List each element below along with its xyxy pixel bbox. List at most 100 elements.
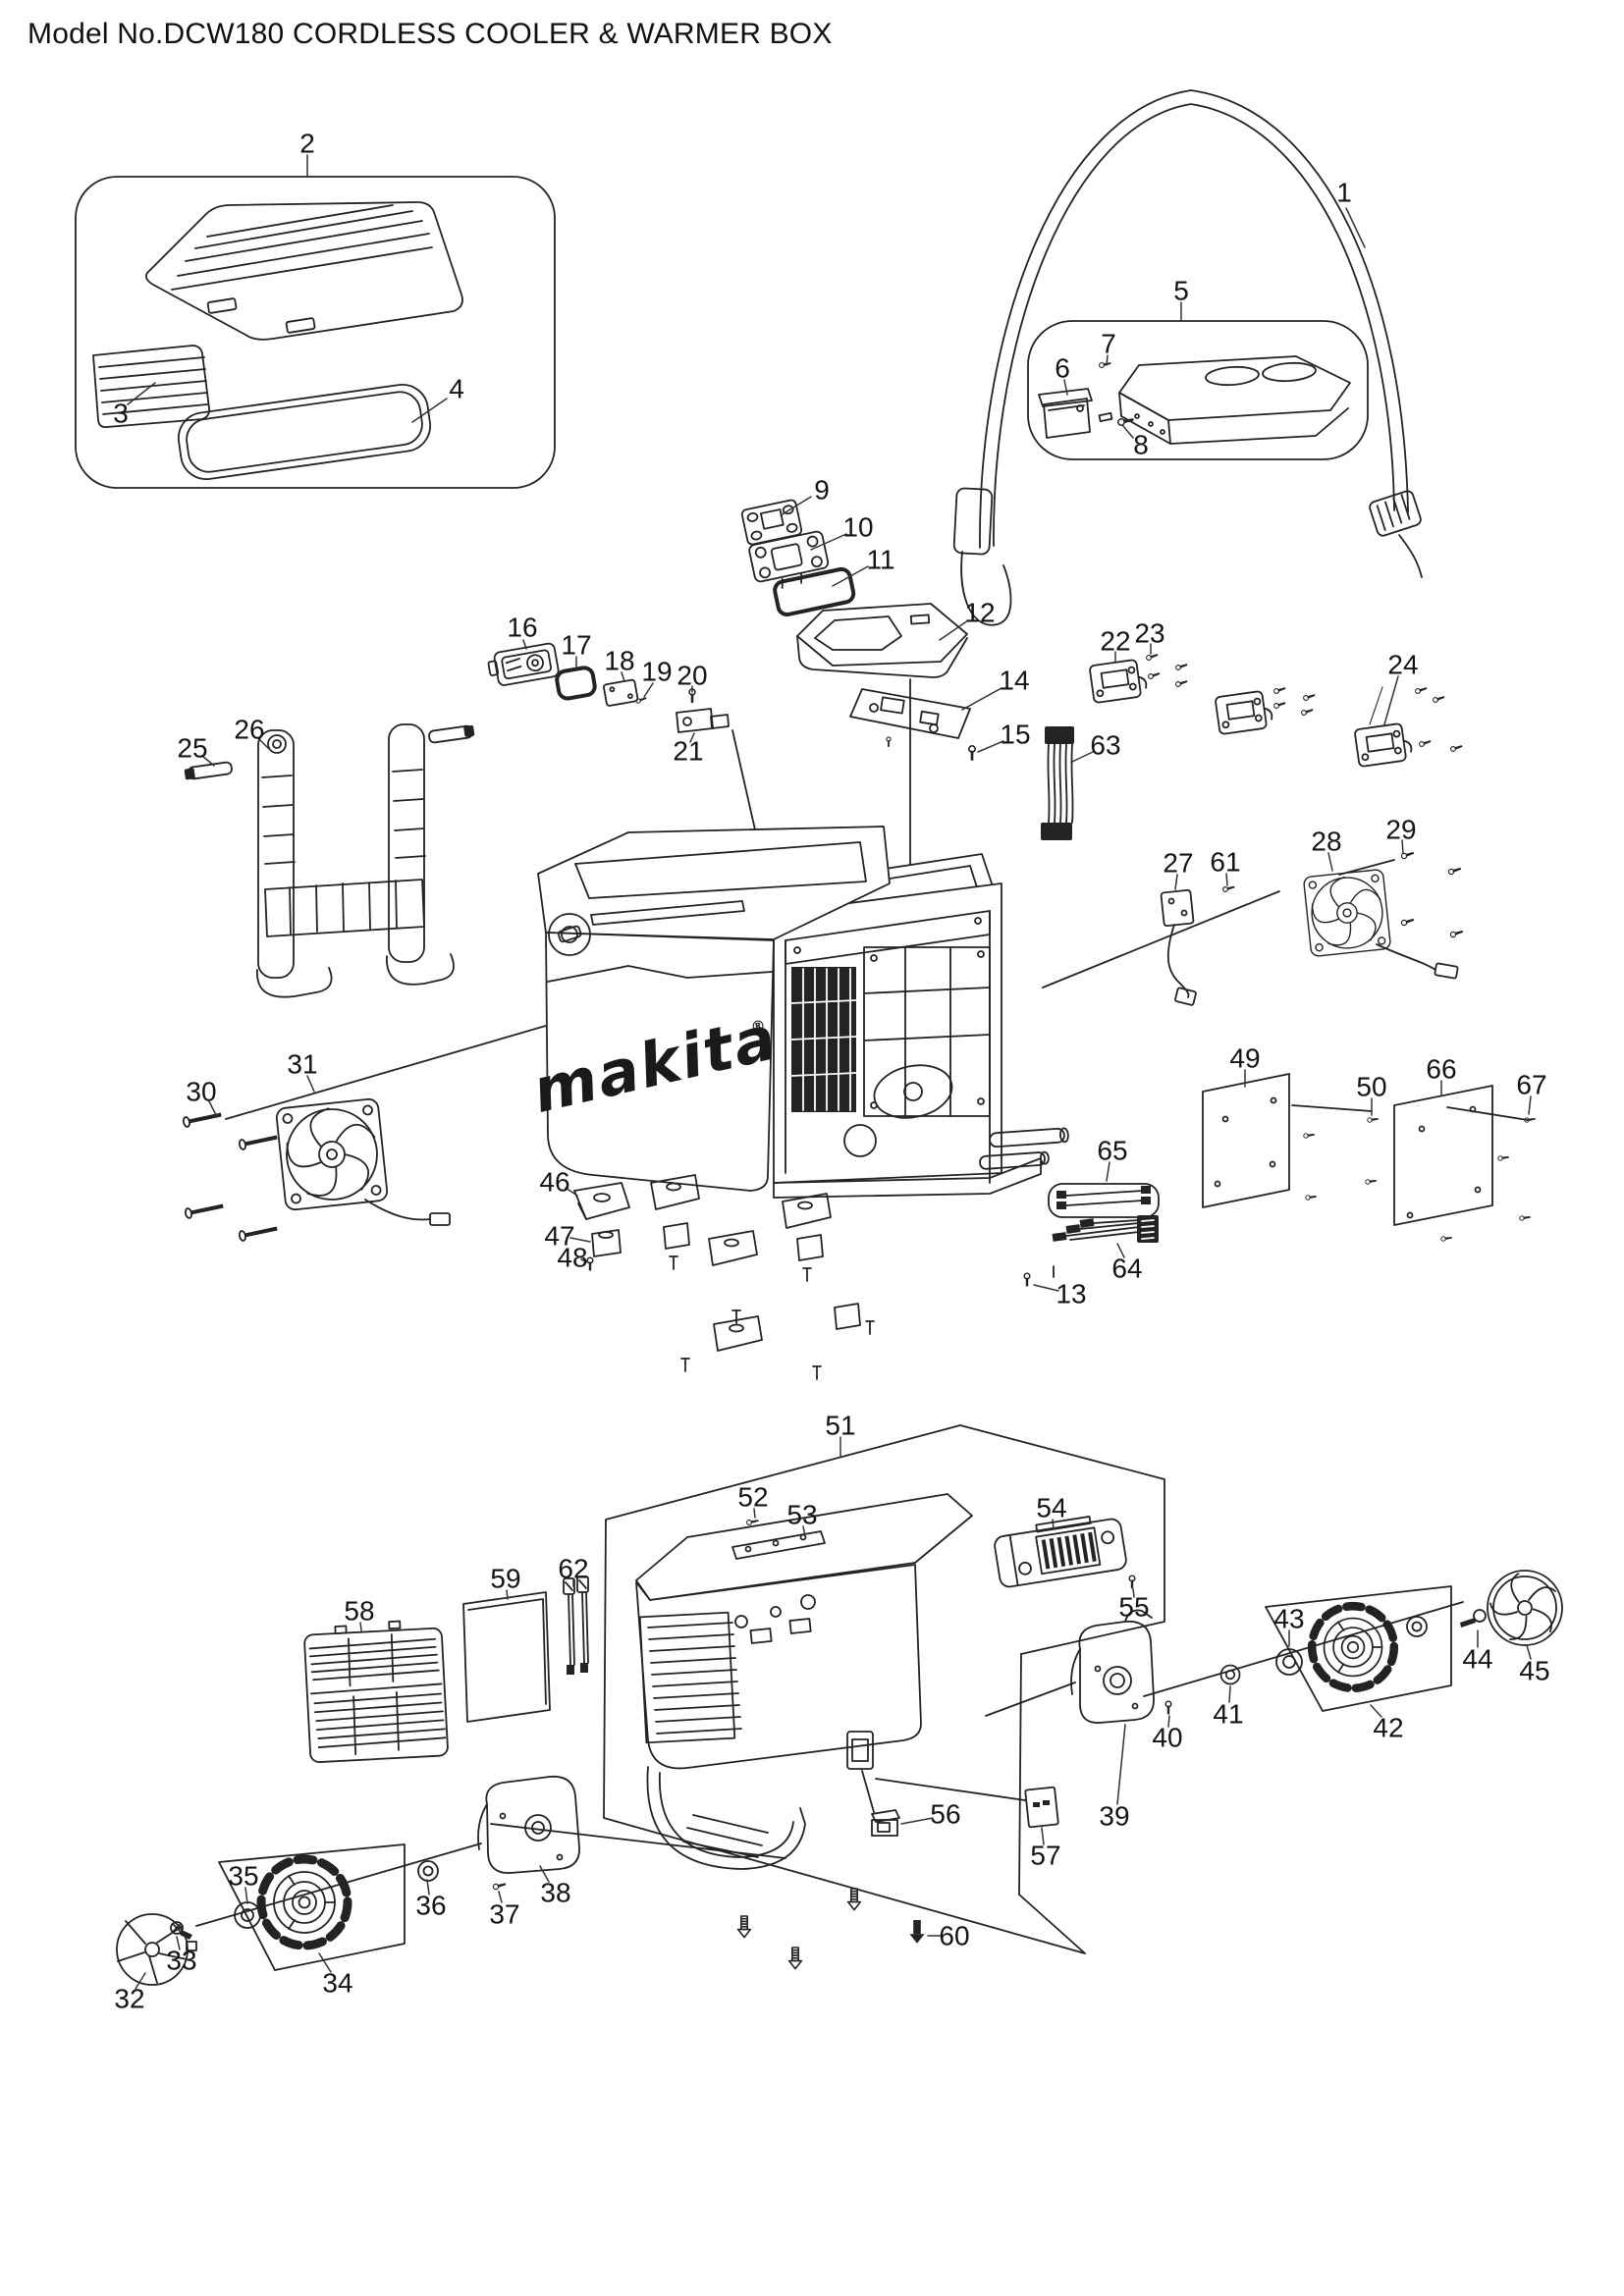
part-label-57: 57 xyxy=(1030,1841,1060,1871)
part-23-hinge-screws xyxy=(1145,652,1189,688)
part-label-16: 16 xyxy=(507,613,537,643)
part-15-screw xyxy=(968,745,976,762)
part-label-20: 20 xyxy=(677,661,707,691)
part-leader-13 xyxy=(1033,1284,1059,1292)
part-leader-58 xyxy=(359,1622,362,1631)
part-label-41: 41 xyxy=(1213,1699,1243,1730)
part-30-screws xyxy=(182,1108,280,1243)
part-leader-42 xyxy=(1370,1704,1382,1718)
part-label-38: 38 xyxy=(540,1878,570,1908)
power-inlet-port xyxy=(846,1731,874,1770)
part-leader-48 xyxy=(580,1258,589,1263)
part-label-12: 12 xyxy=(964,598,995,628)
part-leader-59 xyxy=(506,1589,509,1600)
part-42-rotor-assembly xyxy=(1265,1585,1452,1712)
scroll-intake xyxy=(646,1766,806,1870)
part-leader-16 xyxy=(522,639,527,650)
part-2-lid xyxy=(144,201,463,341)
part-leader-3 xyxy=(127,382,156,405)
part-label-63: 63 xyxy=(1090,730,1120,761)
part-41-bushing xyxy=(1219,1664,1241,1685)
part-label-7: 7 xyxy=(1101,329,1116,359)
part-label-67: 67 xyxy=(1516,1070,1546,1100)
part-label-6: 6 xyxy=(1055,353,1070,384)
part-leader-11 xyxy=(832,565,869,587)
part-leader-28 xyxy=(1327,852,1333,872)
part-label-60: 60 xyxy=(939,1921,969,1951)
part-64-wire-harness xyxy=(1052,1215,1159,1243)
part-label-43: 43 xyxy=(1273,1604,1304,1634)
part-label-9: 9 xyxy=(814,475,830,506)
part-label-21: 21 xyxy=(673,736,703,767)
part-29-screws xyxy=(1400,849,1465,938)
part-34-rotor-assembly xyxy=(218,1843,406,1971)
part-leader-26 xyxy=(257,737,270,750)
part-label-15: 15 xyxy=(1000,720,1030,750)
part-leader-37 xyxy=(498,1891,503,1903)
part-label-36: 36 xyxy=(415,1891,446,1921)
part-10-switch-plate xyxy=(748,530,830,589)
part-39-motor-housing xyxy=(1070,1609,1155,1724)
part-13-screw xyxy=(1023,1265,1055,1288)
part-label-30: 30 xyxy=(186,1077,216,1107)
part-leader-52 xyxy=(753,1508,756,1519)
part-label-62: 62 xyxy=(558,1554,588,1584)
part-label-51: 51 xyxy=(825,1411,855,1441)
part-label-33: 33 xyxy=(166,1946,196,1976)
part-37-screw xyxy=(492,1881,508,1891)
part-35-bearing xyxy=(234,1901,261,1929)
part-6-bracket xyxy=(1038,388,1093,439)
part-26-handle-frame xyxy=(256,723,475,998)
part-53-deck-bar xyxy=(731,1530,826,1560)
part-44-screw xyxy=(1460,1609,1487,1628)
part-63-wire-harness xyxy=(1041,726,1074,840)
part-label-18: 18 xyxy=(604,646,634,676)
part-label-27: 27 xyxy=(1163,848,1193,879)
part-label-44: 44 xyxy=(1462,1644,1492,1675)
part-label-61: 61 xyxy=(1210,847,1240,878)
part-leader-19 xyxy=(643,682,654,698)
part-label-65: 65 xyxy=(1097,1136,1127,1166)
part-leader-30 xyxy=(208,1100,218,1118)
part-label-47: 47 xyxy=(544,1221,574,1252)
part-3-grille-strip xyxy=(92,345,211,429)
part-label-31: 31 xyxy=(287,1049,317,1080)
strap-buckle xyxy=(1369,490,1422,537)
part-leader-15 xyxy=(977,740,1004,753)
part-label-55: 55 xyxy=(1118,1592,1149,1623)
registered-mark: ® xyxy=(749,1016,768,1037)
part-leader-55 xyxy=(1132,1588,1135,1598)
part-18-latch-plate xyxy=(603,678,639,707)
part-label-34: 34 xyxy=(322,1968,352,1999)
part-leader-14 xyxy=(961,687,1002,711)
part-leader-56 xyxy=(900,1817,934,1825)
part-12-control-housing xyxy=(796,603,968,678)
part-label-19: 19 xyxy=(641,657,672,687)
part-label-17: 17 xyxy=(561,630,591,661)
part-8-screw xyxy=(1098,411,1135,427)
part-40-screw xyxy=(1164,1700,1172,1716)
part-24-hinge xyxy=(1353,685,1464,769)
part-label-24: 24 xyxy=(1387,650,1418,680)
part-label-66: 66 xyxy=(1426,1054,1456,1085)
part-label-52: 52 xyxy=(737,1482,768,1513)
part-label-54: 54 xyxy=(1036,1493,1066,1523)
part-label-39: 39 xyxy=(1099,1801,1129,1832)
part-leader-33 xyxy=(176,1936,181,1950)
part-leader-38 xyxy=(539,1865,550,1883)
part-65-lead-wires xyxy=(1048,1183,1160,1218)
part-32-impeller xyxy=(116,1913,197,1986)
part-57-dc-in-plate xyxy=(1024,1786,1059,1829)
part-50-screws xyxy=(1303,1116,1380,1201)
part-label-48: 48 xyxy=(557,1243,587,1273)
part-leader-18 xyxy=(621,671,625,682)
part-62-pins xyxy=(563,1575,589,1675)
part-leader-9 xyxy=(780,496,812,516)
part-leader-64 xyxy=(1116,1243,1125,1258)
part-label-64: 64 xyxy=(1111,1254,1142,1284)
part-leader-31 xyxy=(306,1075,315,1093)
part-66-panel xyxy=(1393,1085,1493,1226)
part-54-terminal-block xyxy=(994,1516,1127,1588)
